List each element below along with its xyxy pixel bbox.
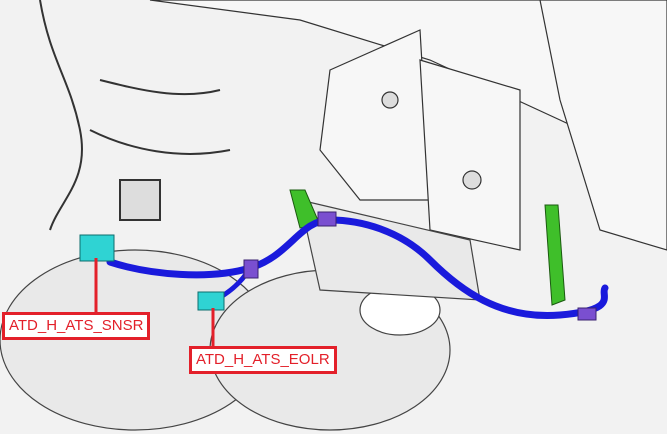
eolr-connector <box>197 291 225 311</box>
brackets <box>289 189 566 306</box>
clips <box>243 211 597 321</box>
clip <box>317 211 337 227</box>
eolr-callout-label: ATD_H_ATS_EOLR <box>189 346 337 374</box>
exhaust-pipe <box>0 199 481 431</box>
sensor-callout-label: ATD_H_ATS_SNSR <box>2 312 151 340</box>
clip <box>577 307 597 321</box>
sensor-connector <box>79 234 115 262</box>
engine-wiring <box>39 0 231 231</box>
chassis-frame <box>149 0 667 251</box>
harness-cable <box>106 216 609 320</box>
connectors <box>79 234 225 311</box>
clip <box>243 259 259 279</box>
